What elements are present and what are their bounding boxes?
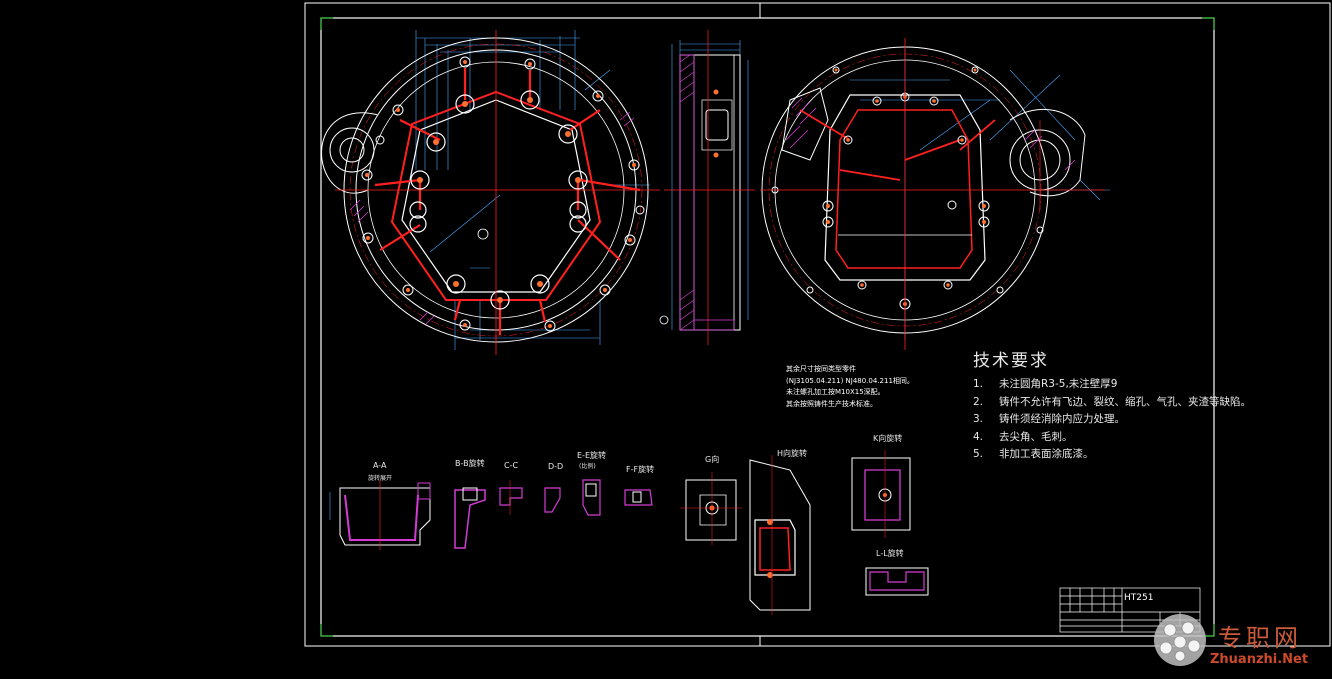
note-line: 未注螺孔加工按M10X15深配。 [786,388,885,396]
tech-item: 5.非加工表面涂底漆。 [973,448,1094,460]
watermark-en: Zhuanzhi.Net [1210,652,1309,667]
tech-item: 3.铸件须经消除内应力处理。 [973,413,1125,425]
section-label-h: H向旋转 [777,449,808,458]
tech-item: 2.铸件不允许有飞边、裂纹、缩孔、气孔、夹渣等缺陷。 [973,395,1251,408]
tech-item: 4.去尖角、毛刺。 [973,430,1073,443]
section-sub-aa: 旋转展开 [368,475,393,482]
note-line: 其余尺寸按同类型零件 [786,365,856,373]
section-label-aa: A-A [373,461,387,470]
front-view-left [321,30,660,355]
watermark-logo [1154,614,1206,666]
watermark-cn: 专职网 [1218,624,1302,652]
rear-view-right [760,38,1110,350]
tech-item: 1.未注圆角R3-5,未注壁厚9 [973,378,1118,390]
title-block-material: HT251 [1124,593,1154,603]
tech-requirements-title: 技术要求 [973,351,1049,371]
section-label-ll: L-L旋转 [876,549,904,558]
section-label-ee: E-E旋转 [577,451,606,460]
note-line: 其余按照铸件生产技术标准。 [786,399,877,408]
note-line: (NJ3105.04.211) NJ480.04.211相同。 [786,376,914,385]
tech-requirements-list: 1.未注圆角R3-5,未注壁厚9 2.铸件不允许有飞边、裂纹、缩孔、气孔、夹渣等… [973,376,1251,464]
inner-frame [320,17,1215,637]
side-view [659,30,755,345]
section-label-ff: F-F旋转 [626,465,655,474]
section-details [329,450,929,615]
section-label-bb: B-B旋转 [455,459,485,468]
corner-marks [320,17,1215,637]
section-label-k: K向旋转 [873,434,903,443]
section-label-g: G向 [705,455,720,464]
section-label-cc: C-C [504,461,519,470]
section-label-dd: D-D [548,462,564,471]
outer-border [304,2,1331,647]
title-block [1059,587,1201,633]
section-sub-ee: (比例) [579,463,596,470]
drawing-notes: 其余尺寸按同类型零件 (NJ3105.04.211) NJ480.04.211相… [786,364,914,410]
